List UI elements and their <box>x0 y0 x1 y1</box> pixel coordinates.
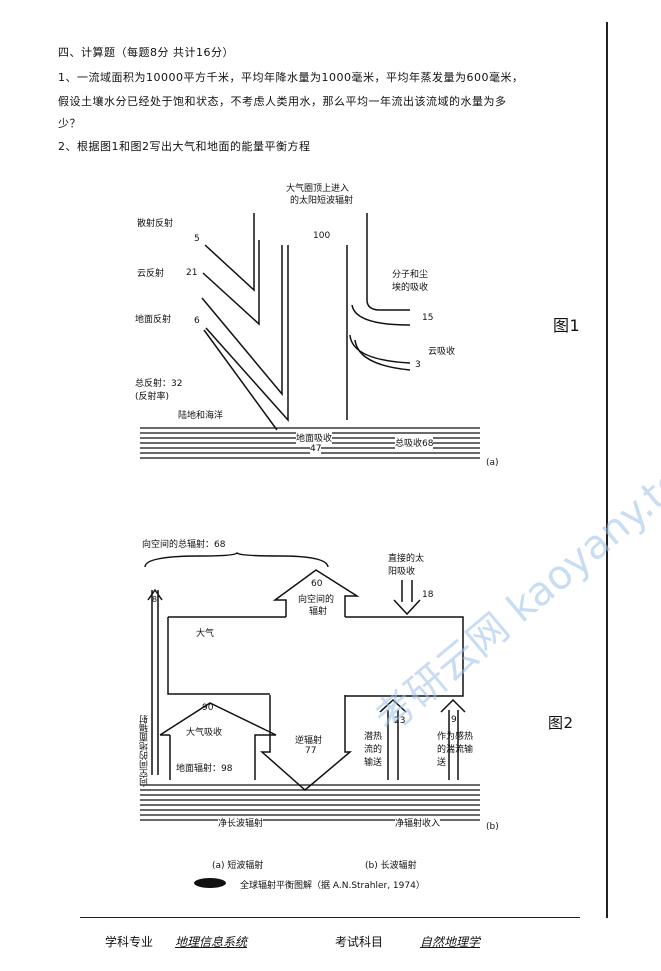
fig2-label: 逆辐射 <box>295 736 323 746</box>
fig1-label: 地面吸收 <box>296 431 333 444</box>
fig2-label: 净辐射收入 <box>395 816 441 829</box>
fig2-label: 向空间的总辐射：68 <box>142 540 226 550</box>
footer-subject-value: 自然地理学 <box>420 935 481 949</box>
footer-major-label: 学科专业 <box>105 935 154 949</box>
fig2-value: 60 <box>311 579 323 589</box>
footer-major-value: 地理信息系统 <box>175 935 248 949</box>
fig1-label: 埃的吸收 <box>392 283 429 293</box>
fig2-label: 大气 <box>196 629 215 639</box>
fig1-label: (反射率) <box>135 392 170 402</box>
fig1-label: 总吸收68 <box>395 436 434 449</box>
fig2-label: 输送 <box>364 758 383 768</box>
footer-divider <box>80 917 580 918</box>
fig1-label-side: 图1 <box>553 316 581 335</box>
fig2-label: 向空间的地面辐射 <box>140 715 150 787</box>
fig2-label: 净长波辐射 <box>218 816 264 829</box>
fig2-value: 9 <box>451 715 457 725</box>
question-line: 少？ <box>58 117 81 130</box>
fig1-label: 陆地和海洋 <box>178 411 224 421</box>
fig1-value: 5 <box>194 234 200 244</box>
fig1-label: 地面反射 <box>135 315 172 325</box>
fig2-label: 送 <box>437 758 447 768</box>
logo-icon <box>194 878 226 888</box>
question-line: 1、一流域面积为10000平方千米，平均年降水量为1000毫米，平均年蒸发量为6… <box>58 71 524 84</box>
fig2-label: 直接的太 <box>388 554 425 564</box>
fig1-value: 21 <box>186 268 198 278</box>
caption-b: (b) 长波辐射 <box>365 861 417 871</box>
fig1-panel-label: (a) <box>486 458 499 468</box>
fig1-value: 47 <box>310 444 322 454</box>
fig2-label: 辐射 <box>309 607 328 617</box>
fig1-value: 6 <box>194 316 200 326</box>
fig1-label: 云吸收 <box>428 347 456 357</box>
figure-caption: 全球辐射平衡图解（据 A.N.Strahler, 1974） <box>240 881 425 891</box>
fig1-label: 散射反射 <box>137 219 174 229</box>
fig2-label-side: 图2 <box>548 714 574 732</box>
fig2-value: 18 <box>422 590 434 600</box>
fig2-label: 流的 <box>364 745 383 755</box>
fig2-label: 阳吸收 <box>388 567 416 577</box>
fig2-value: 23 <box>394 716 406 726</box>
exam-page <box>48 22 608 918</box>
fig2-value: 90 <box>202 703 214 713</box>
fig2-label: 的湍流输 <box>437 745 474 755</box>
question-line: 假设土壤水分已经处于饱和状态，不考虑人类用水，那么平均一年流出该流域的水量为多 <box>58 95 507 108</box>
section-title: 四、计算题（每题8分 共计16分） <box>58 46 234 59</box>
fig2-value: 77 <box>305 746 317 756</box>
fig2-label: 地面辐射：98 <box>176 764 233 774</box>
fig1-value: 15 <box>422 313 434 323</box>
fig1-label: 分子和尘 <box>392 270 429 280</box>
fig2-label: 向空间的 <box>298 595 335 605</box>
footer-subject-label: 考试科目 <box>335 935 384 949</box>
fig1-incoming-value: 100 <box>313 231 331 241</box>
fig2-label: 大气吸收 <box>186 728 223 738</box>
caption-a: (a) 短波辐射 <box>212 861 264 871</box>
fig2-panel-label: (b) <box>486 822 499 832</box>
fig1-incoming-label: 的太阳短波辐射 <box>290 196 354 206</box>
fig2-value: 8 <box>152 595 158 604</box>
fig2-label: 作为感热 <box>437 732 474 742</box>
fig1-value: 3 <box>415 360 421 370</box>
fig1-label: 总反射：32 <box>135 379 183 389</box>
fig1-incoming-label: 大气圈顶上进入 <box>286 184 350 194</box>
fig2-label: 潜热 <box>364 732 383 742</box>
fig1-label: 云反射 <box>137 269 165 279</box>
question-line: 2、根据图1和图2写出大气和地面的能量平衡方程 <box>58 140 311 153</box>
